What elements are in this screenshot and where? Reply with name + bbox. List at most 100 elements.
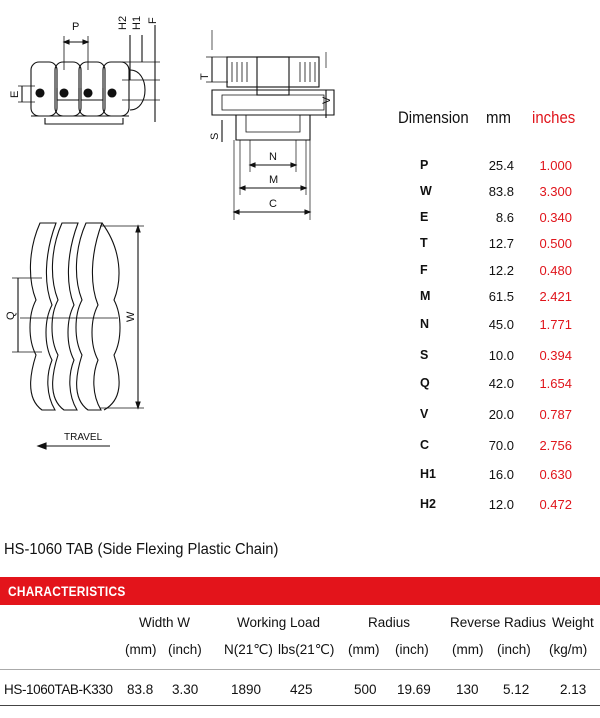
spec-width-inch: 3.30 — [172, 682, 199, 697]
spec-unit-weight: (kg/m) — [549, 642, 588, 657]
dimension-row: F 12.2 0.480 — [392, 263, 592, 283]
label-p: P — [72, 21, 79, 33]
dimension-mm: 83.8 — [488, 184, 514, 199]
spec-divider — [0, 669, 600, 670]
characteristics-bar: CHARACTERISTICS — [0, 577, 600, 605]
plan-view-drawing — [12, 222, 144, 411]
label-m: M — [269, 174, 278, 186]
label-w: W — [125, 311, 137, 322]
dimension-row: H2 12.0 0.472 — [392, 497, 592, 517]
spec-unit-radius-mm: (mm) — [348, 642, 380, 657]
dimension-mm: 20.0 — [488, 407, 514, 422]
dimension-row: S 10.0 0.394 — [392, 348, 592, 368]
dimension-key: V — [420, 407, 429, 421]
dimension-row: C 70.0 2.756 — [392, 438, 592, 458]
spec-unit-width-inch: (inch) — [168, 642, 202, 657]
dimension-mm: 70.0 — [488, 438, 514, 453]
dimension-inches: 0.787 — [539, 407, 572, 422]
spec-header-width: Width W — [139, 615, 191, 630]
dimension-key: Q — [420, 376, 430, 390]
dimension-mm: 16.0 — [488, 467, 514, 482]
dimension-inches: 1.654 — [539, 376, 572, 391]
spec-unit-radius-inch: (inch) — [395, 642, 429, 657]
dimension-inches: 1.771 — [539, 317, 572, 332]
front-view-drawing — [206, 30, 335, 220]
travel-arrow — [36, 442, 110, 450]
chain-drawings-svg: P H2 H1 F E T S V N M C Q W TRAVEL — [5, 16, 335, 450]
dimension-key: H1 — [420, 467, 436, 481]
dimension-key: F — [420, 263, 428, 277]
technical-drawings: P H2 H1 F E T S V N M C Q W TRAVEL — [5, 16, 335, 450]
dimension-mm: 8.6 — [495, 210, 514, 225]
spec-bottom-rule — [0, 705, 600, 706]
dimension-mm: 12.0 — [488, 497, 514, 512]
spec-reverse-mm: 130 — [456, 682, 479, 697]
dimension-inches: 1.000 — [539, 158, 572, 173]
dimension-row: N 45.0 1.771 — [392, 317, 592, 337]
spec-unit-load-n: N(21℃) — [224, 642, 273, 657]
dimension-key: E — [420, 210, 429, 224]
dimension-row: E 8.6 0.340 — [392, 210, 592, 230]
dimension-row: Q 42.0 1.654 — [392, 376, 592, 396]
dimension-inches: 0.340 — [539, 210, 572, 225]
dimension-inches: 3.300 — [539, 184, 572, 199]
spec-unit-reverse-mm: (mm) — [452, 642, 484, 657]
dimension-mm: 45.0 — [488, 317, 514, 332]
spec-width-mm: 83.8 — [127, 682, 154, 697]
spec-header-reverse-radius: Reverse Radius — [450, 615, 547, 630]
dimension-inches: 2.421 — [539, 289, 572, 304]
dimension-key: N — [420, 317, 430, 331]
dimension-key: C — [420, 438, 430, 452]
spec-header-weight: Weight — [552, 615, 594, 630]
spec-header-radius: Radius — [368, 615, 411, 630]
dimension-inches: 0.630 — [539, 467, 572, 482]
dimension-mm: 42.0 — [488, 376, 514, 391]
dimension-mm: 25.4 — [488, 158, 514, 173]
label-h1: H1 — [131, 16, 143, 30]
label-s: S — [209, 133, 221, 140]
label-c: C — [269, 198, 277, 210]
spec-load-lbs: 425 — [290, 682, 313, 697]
dimension-inches: 0.394 — [539, 348, 572, 363]
product-title: HS-1060 TAB (Side Flexing Plastic Chain) — [4, 541, 279, 558]
spec-radius-mm: 500 — [354, 682, 377, 697]
spec-unit-reverse-inch: (inch) — [497, 642, 531, 657]
label-h2: H2 — [117, 16, 129, 30]
dimension-inches: 2.756 — [539, 438, 572, 453]
dimension-inches: 0.480 — [539, 263, 572, 278]
label-e: E — [9, 91, 21, 98]
spec-header-working-load: Working Load — [237, 615, 321, 630]
dimension-key: P — [420, 158, 429, 172]
spec-model: HS-1060TAB-K330 — [4, 682, 113, 697]
spec-unit-load-lbs: lbs(21℃) — [278, 642, 335, 657]
spec-unit-width-mm: (mm) — [125, 642, 157, 657]
dimension-row: V 20.0 0.787 — [392, 407, 592, 427]
label-f: F — [147, 17, 159, 24]
dimension-mm: 12.7 — [488, 236, 514, 251]
mm-header: mm — [486, 108, 511, 127]
dimension-row: H1 16.0 0.630 — [392, 467, 592, 487]
inches-header: inches — [532, 108, 576, 127]
spec-radius-inch: 19.69 — [397, 682, 431, 697]
spec-reverse-inch: 5.12 — [503, 682, 530, 697]
dimension-row: M 61.5 2.421 — [392, 289, 592, 309]
label-q: Q — [5, 311, 17, 320]
label-v: V — [321, 96, 333, 104]
dimension-key: W — [420, 184, 432, 198]
dimension-key: H2 — [420, 497, 436, 511]
dimension-row: W 83.8 3.300 — [392, 184, 592, 204]
dimension-inches: 0.500 — [539, 236, 572, 251]
spec-table: Width W Working Load Radius Reverse Radi… — [0, 605, 600, 718]
dimension-mm: 10.0 — [488, 348, 514, 363]
dimension-key: S — [420, 348, 429, 362]
dimension-key: M — [420, 289, 431, 303]
side-view-drawing — [18, 25, 160, 125]
dimension-mm: 12.2 — [488, 263, 514, 278]
label-t: T — [199, 73, 211, 80]
spec-weight: 2.13 — [560, 682, 587, 697]
dimension-inches: 0.472 — [539, 497, 572, 512]
dimension-mm: 61.5 — [488, 289, 514, 304]
spec-load-n: 1890 — [231, 682, 262, 697]
dimension-row: P 25.4 1.000 — [392, 158, 592, 178]
